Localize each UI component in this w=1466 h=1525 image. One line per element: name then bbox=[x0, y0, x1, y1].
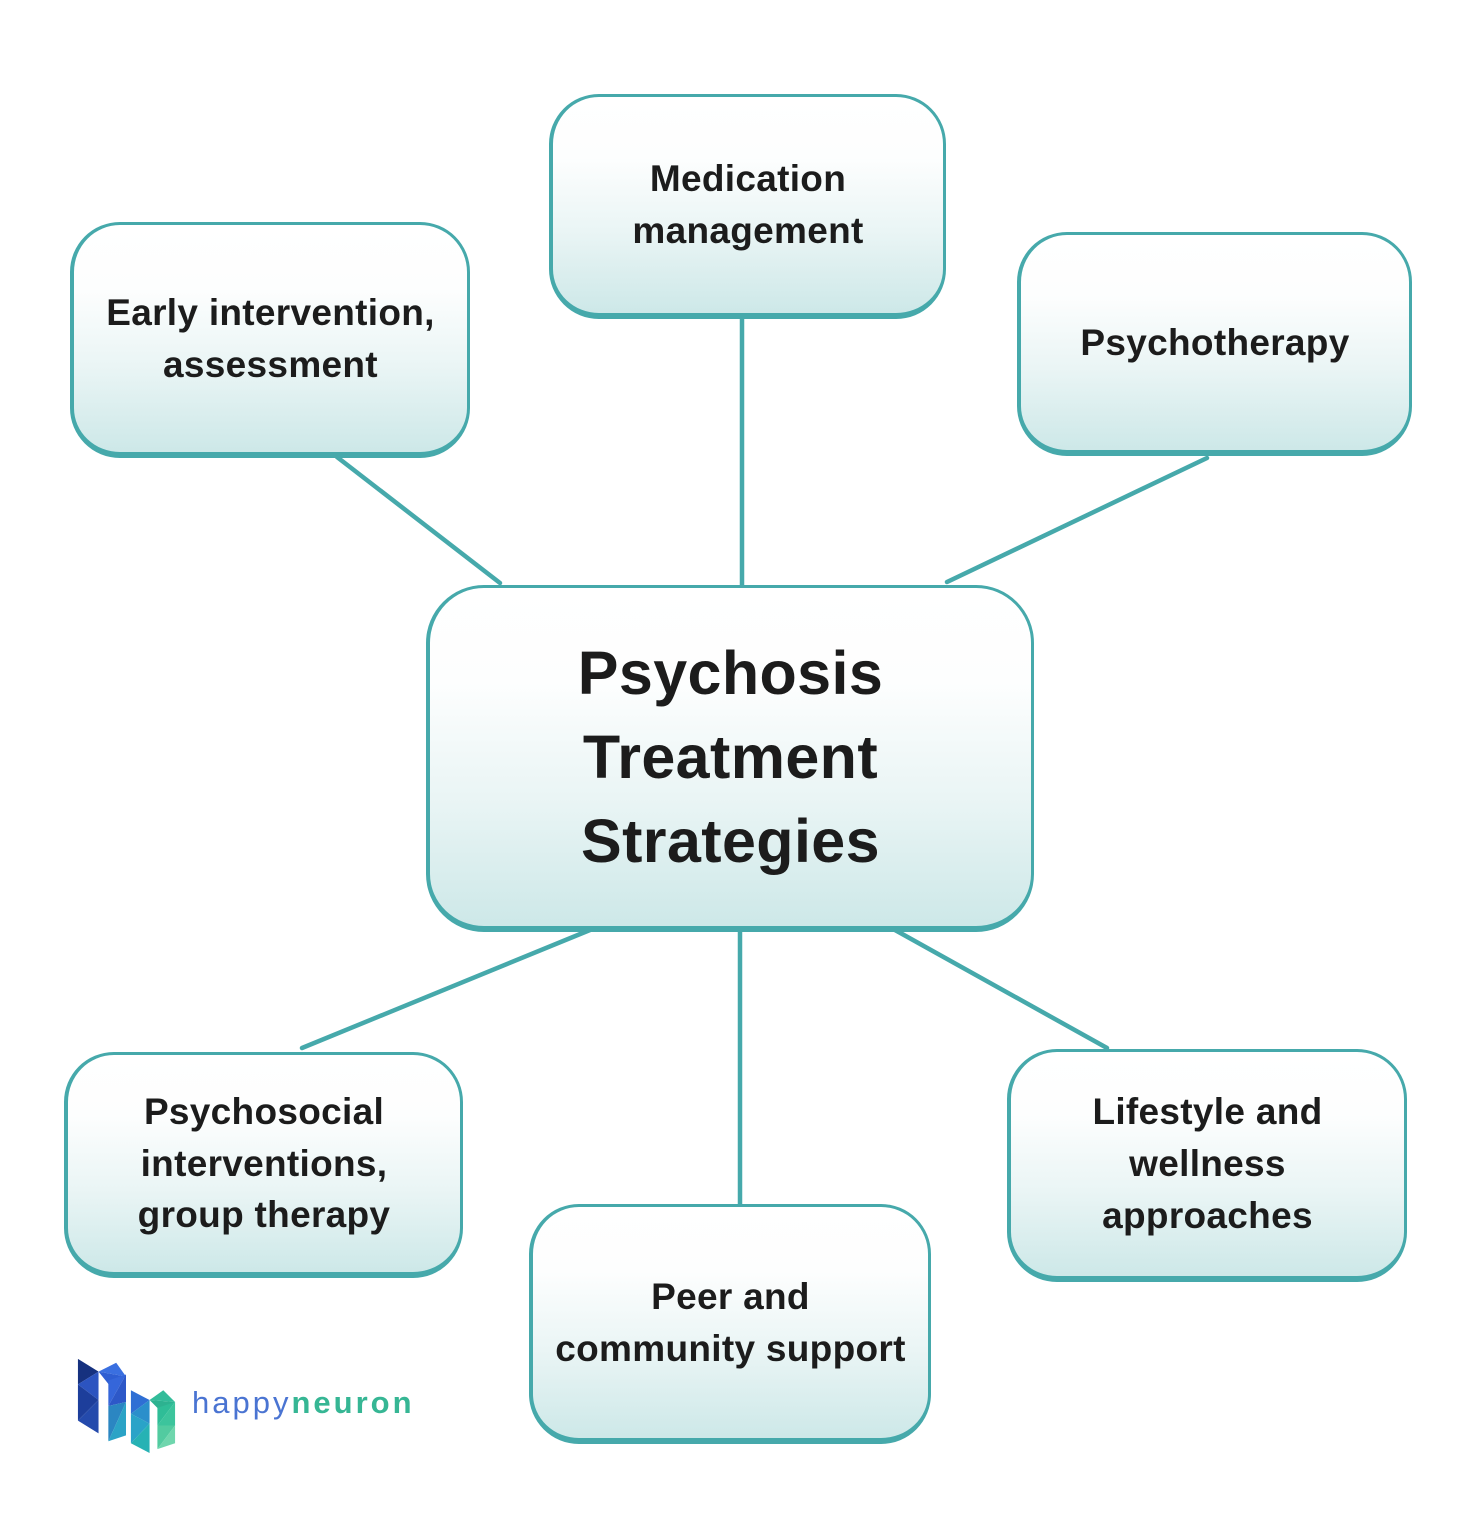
connector-bottom-right bbox=[892, 927, 1110, 1051]
node-lifestyle-wellness: Lifestyle and wellness approaches bbox=[1007, 1049, 1407, 1282]
node-label: Early intervention, assessment bbox=[106, 291, 435, 385]
connector-top-right bbox=[944, 455, 1210, 585]
logo-text-happy: happy bbox=[192, 1385, 292, 1420]
happyneuron-logo-icon bbox=[77, 1358, 176, 1454]
node-early-intervention: Early intervention, assessment bbox=[70, 222, 470, 458]
node-label: Medication management bbox=[632, 158, 864, 251]
happyneuron-logo-text: happyneuron bbox=[192, 1385, 415, 1421]
node-label: Lifestyle and wellness approaches bbox=[1092, 1091, 1323, 1236]
happyneuron-logo: happyneuron bbox=[75, 1350, 415, 1456]
node-label: Psychosocial interventions, group therap… bbox=[137, 1090, 391, 1236]
connector-top-left bbox=[334, 454, 503, 586]
connector-bottom-left bbox=[299, 927, 593, 1051]
node-label: Psychotherapy bbox=[1080, 321, 1350, 363]
node-psychotherapy: Psychotherapy bbox=[1017, 232, 1412, 456]
node-center-psychosis-treatment-strategies: Psychosis Treatment Strategies bbox=[426, 585, 1034, 932]
node-label: Peer and community support bbox=[555, 1275, 906, 1369]
node-psychosocial-interventions: Psychosocial interventions, group therap… bbox=[64, 1052, 463, 1278]
node-medication-management: Medication management bbox=[549, 94, 946, 319]
logo-text-neuron: neuron bbox=[291, 1385, 415, 1420]
node-peer-community-support: Peer and community support bbox=[529, 1204, 931, 1444]
node-label: Psychosis Treatment Strategies bbox=[577, 638, 884, 876]
